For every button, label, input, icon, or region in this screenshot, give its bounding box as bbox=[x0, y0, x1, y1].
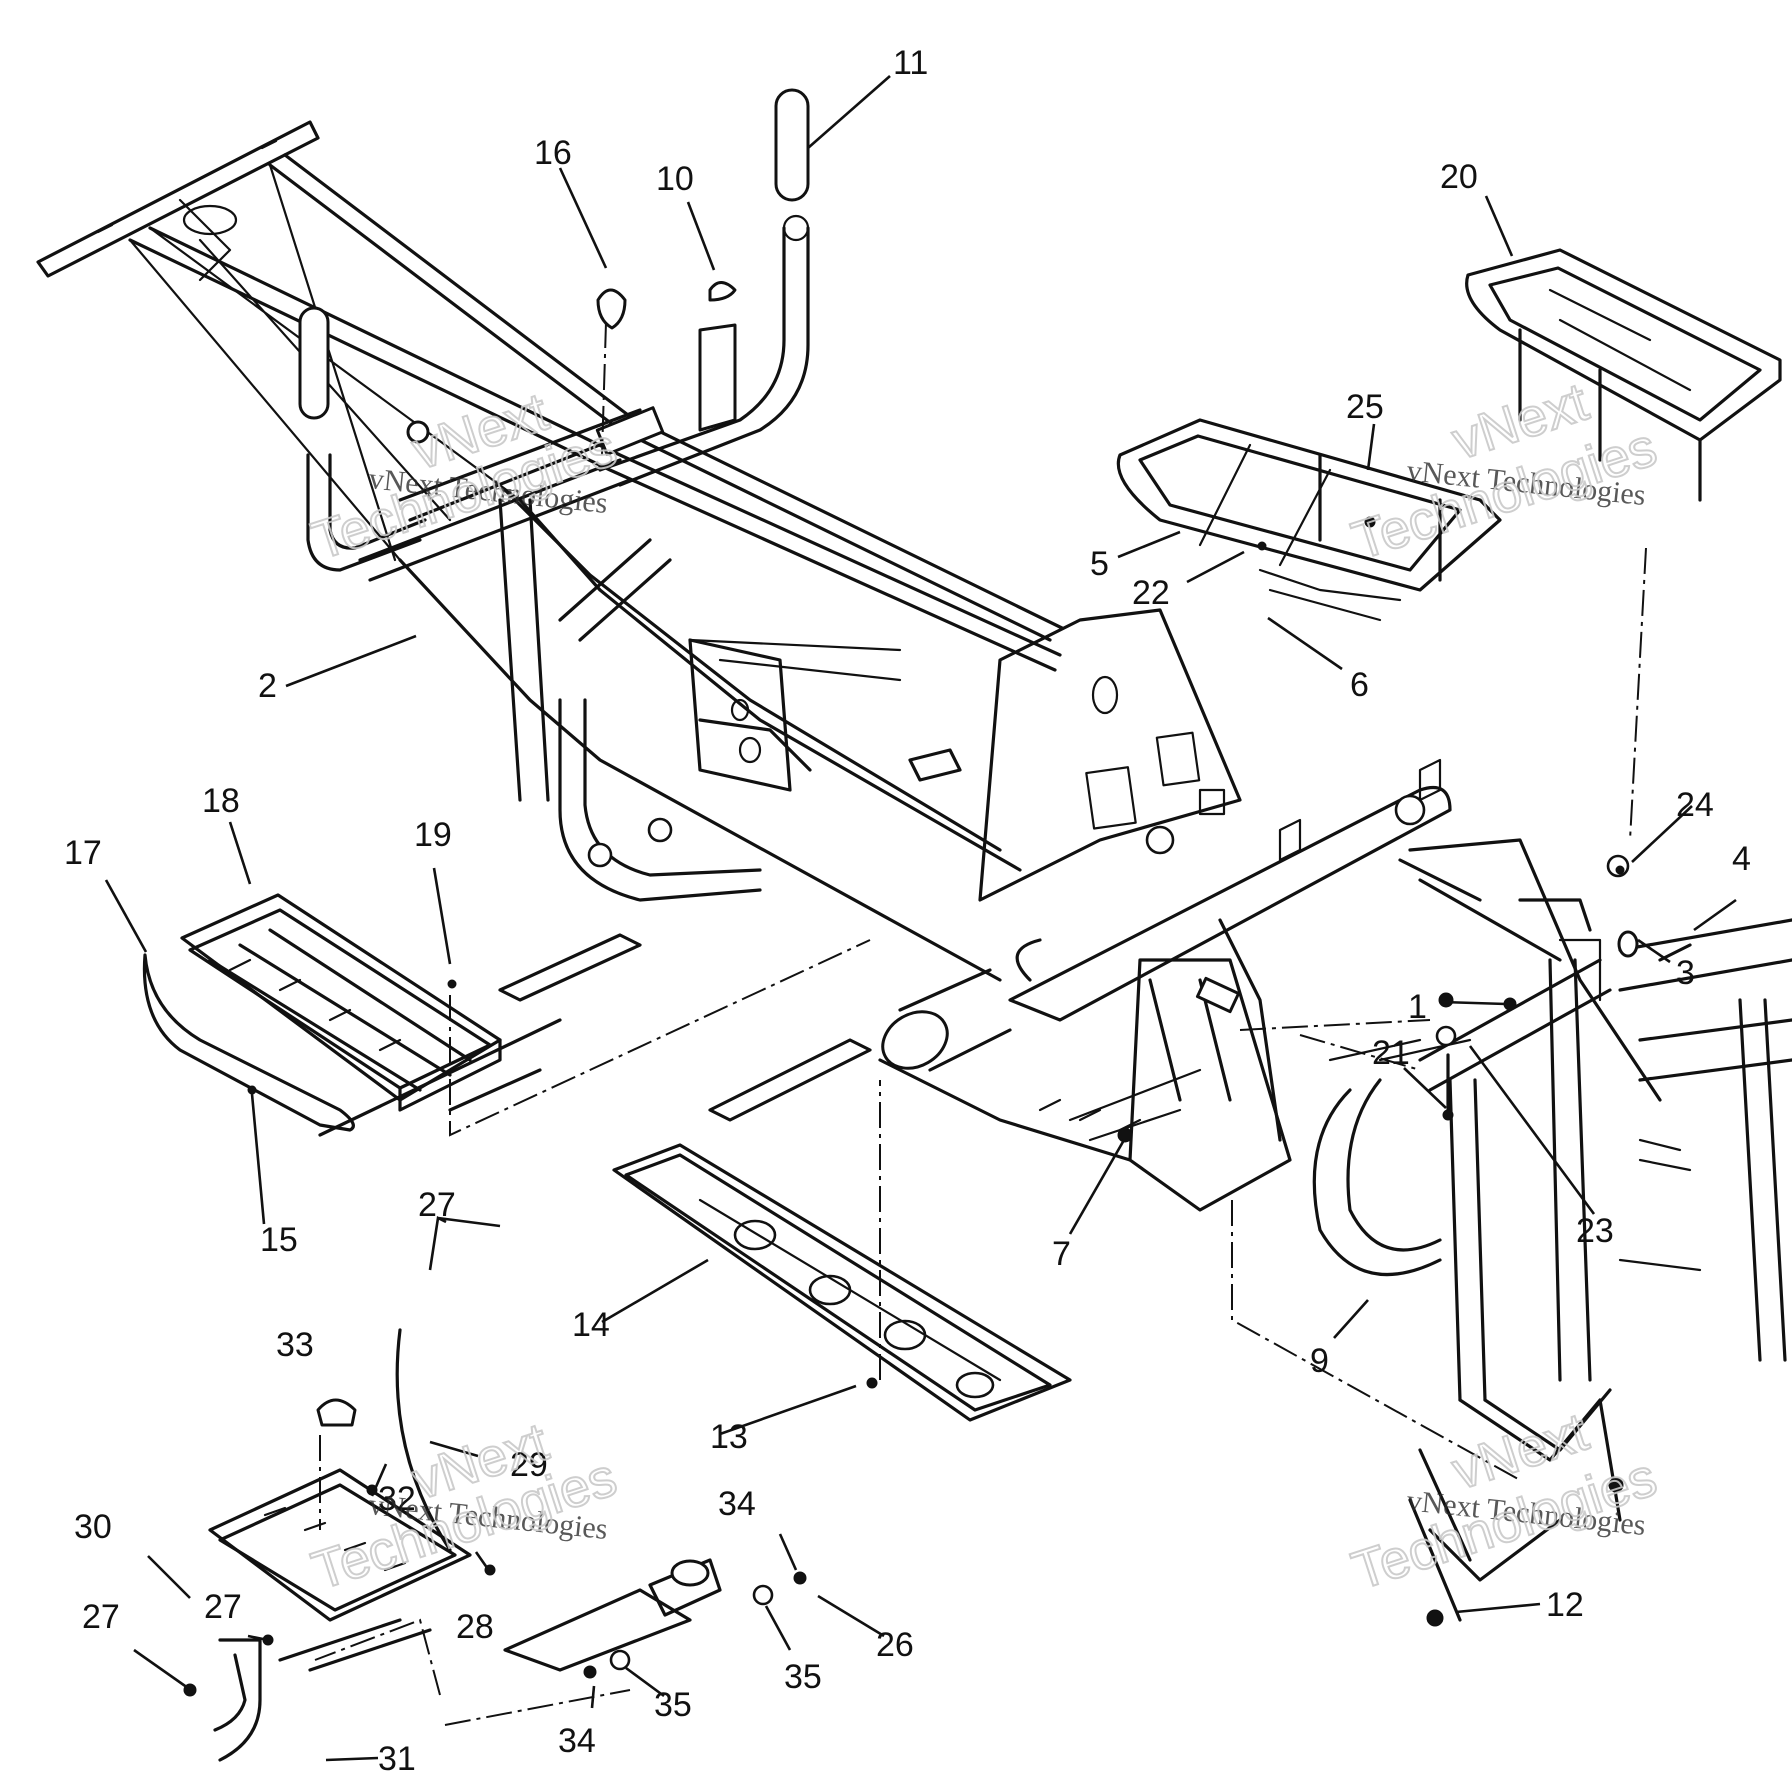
handlebar-assembly bbox=[298, 88, 810, 582]
callout-25: 25 bbox=[1346, 388, 1384, 426]
callout-16: 16 bbox=[534, 134, 572, 172]
callout-13: 13 bbox=[710, 1418, 748, 1456]
main-frame bbox=[36, 120, 1792, 1622]
callout-18: 18 bbox=[202, 782, 240, 820]
callout-10: 10 bbox=[656, 160, 694, 198]
callout-17: 17 bbox=[64, 834, 102, 872]
callout-19: 19 bbox=[414, 816, 452, 854]
centerlines bbox=[314, 321, 1647, 1726]
callout-21: 21 bbox=[1372, 1034, 1410, 1072]
callout-2: 2 bbox=[258, 667, 277, 705]
callout-6: 6 bbox=[1350, 666, 1369, 704]
callout-27-left: 27 bbox=[82, 1598, 120, 1636]
callout-20: 20 bbox=[1440, 158, 1478, 196]
rear-racks bbox=[1116, 248, 1782, 622]
skid-plate bbox=[612, 1143, 1072, 1422]
hardware bbox=[183, 516, 1692, 1697]
callout-27-mid: 27 bbox=[204, 1588, 242, 1626]
callout-9: 9 bbox=[1310, 1342, 1329, 1380]
callout-24: 24 bbox=[1676, 786, 1714, 824]
callout-27-top: 27 bbox=[418, 1186, 456, 1224]
callout-11: 11 bbox=[893, 44, 928, 82]
callout-35-right: 35 bbox=[784, 1658, 822, 1696]
callout-34-top: 34 bbox=[718, 1485, 756, 1523]
callout-26: 26 bbox=[876, 1626, 914, 1664]
callout-15: 15 bbox=[260, 1221, 298, 1259]
callout-12: 12 bbox=[1546, 1586, 1584, 1624]
callout-1: 1 bbox=[1408, 988, 1427, 1026]
callout-labels: 11 16 10 20 25 5 22 6 2 24 4 3 18 17 19 … bbox=[64, 44, 1751, 1778]
callout-31: 31 bbox=[378, 1740, 416, 1778]
callout-28: 28 bbox=[456, 1608, 494, 1646]
callout-22: 22 bbox=[1132, 574, 1170, 612]
callout-4: 4 bbox=[1732, 840, 1751, 878]
callout-14: 14 bbox=[572, 1306, 610, 1344]
callout-5: 5 bbox=[1090, 545, 1109, 583]
callout-32: 32 bbox=[378, 1480, 416, 1518]
seat-assembly bbox=[142, 893, 502, 1132]
callout-30: 30 bbox=[74, 1508, 112, 1546]
callout-7: 7 bbox=[1052, 1235, 1071, 1273]
leader-lines bbox=[104, 75, 1737, 1762]
callout-35-left: 35 bbox=[654, 1686, 692, 1724]
callout-33: 33 bbox=[276, 1326, 314, 1364]
footrest-assembly bbox=[208, 1018, 722, 1762]
callout-23: 23 bbox=[1576, 1212, 1614, 1250]
callout-3: 3 bbox=[1676, 954, 1695, 992]
callout-34-bottom: 34 bbox=[558, 1722, 596, 1760]
callout-29: 29 bbox=[510, 1446, 548, 1484]
